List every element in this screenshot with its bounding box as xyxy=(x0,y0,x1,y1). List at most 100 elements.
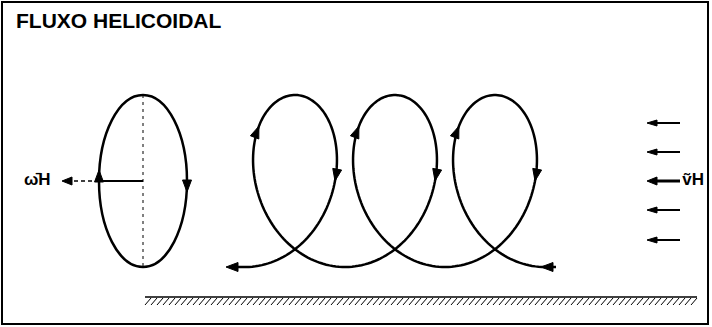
arrow-head xyxy=(433,168,442,181)
vorticity-vector xyxy=(99,180,143,182)
ground-hatch xyxy=(277,298,283,305)
ground-hatch xyxy=(211,298,217,305)
ground-hatch xyxy=(505,298,511,305)
ground-hatch xyxy=(337,298,343,305)
velocity-arrow xyxy=(656,151,680,153)
ground-hatch xyxy=(547,298,553,305)
velocity-arrow xyxy=(656,239,680,241)
ground-hatch xyxy=(499,298,505,305)
ground-hatch xyxy=(373,298,379,305)
arrow-head xyxy=(333,168,342,181)
ground-hatch xyxy=(679,298,685,305)
ground-hatch xyxy=(313,298,319,305)
ground-hatch xyxy=(205,298,211,305)
ground-hatch xyxy=(613,298,619,305)
ground-hatch xyxy=(469,298,475,305)
ground-hatch xyxy=(427,298,433,305)
arrow-head xyxy=(226,263,238,272)
ground-hatch xyxy=(295,298,301,305)
ground-line xyxy=(145,296,697,298)
ground-hatch xyxy=(523,298,529,305)
ground-hatch xyxy=(175,298,181,305)
frame xyxy=(2,2,708,324)
ground-hatch xyxy=(631,298,637,305)
arrow-head xyxy=(62,177,72,185)
ground-hatch xyxy=(169,298,175,305)
ground-hatch xyxy=(385,298,391,305)
arrow-head xyxy=(450,126,459,139)
ground-hatch xyxy=(193,298,199,305)
arrow-head xyxy=(533,168,542,181)
ground-hatch xyxy=(223,298,229,305)
diagram-title: FLUXO HELICOIDAL xyxy=(16,9,221,33)
ground-hatch xyxy=(157,298,163,305)
ground-hatch xyxy=(451,298,457,305)
ground-hatch xyxy=(265,298,271,305)
ground-hatch xyxy=(289,298,295,305)
arrow-head xyxy=(350,126,359,139)
arrow-head xyxy=(250,126,259,139)
ground-hatch xyxy=(601,298,607,305)
helix xyxy=(226,95,556,271)
arrow-head xyxy=(183,180,192,192)
ground-hatch xyxy=(571,298,577,305)
ground-hatch xyxy=(409,298,415,305)
velocity-arrow xyxy=(656,209,680,211)
ground-hatch xyxy=(235,298,241,305)
ground-hatch xyxy=(463,298,469,305)
velocity-arrow xyxy=(656,180,680,183)
ground-hatch xyxy=(649,298,655,305)
ground-hatch xyxy=(493,298,499,305)
arrow-head xyxy=(647,207,657,213)
ground-hatch xyxy=(217,298,223,305)
ground-hatch xyxy=(319,298,325,305)
ground-hatch xyxy=(349,298,355,305)
ground-hatch xyxy=(259,298,265,305)
ground-hatch xyxy=(655,298,661,305)
ground-hatch xyxy=(487,298,493,305)
velocity-arrows xyxy=(647,120,680,243)
ground-hatch xyxy=(415,298,421,305)
ground-hatch xyxy=(445,298,451,305)
ground-hatch xyxy=(331,298,337,305)
ground-hatch xyxy=(481,298,487,305)
ground-hatch xyxy=(511,298,517,305)
ground xyxy=(145,297,697,305)
arrow-head xyxy=(647,237,657,243)
ground-hatch xyxy=(163,298,169,305)
ground-hatch xyxy=(565,298,571,305)
ground-hatch xyxy=(379,298,385,305)
arrow-head xyxy=(95,170,104,182)
ground-hatch xyxy=(637,298,643,305)
ground-hatch xyxy=(577,298,583,305)
ground-hatch xyxy=(559,298,565,305)
arrow-head xyxy=(541,263,553,272)
velocity-arrow xyxy=(656,122,680,124)
ground-hatch xyxy=(625,298,631,305)
ground-hatch xyxy=(541,298,547,305)
ground-hatch xyxy=(343,298,349,305)
ground-hatch xyxy=(361,298,367,305)
ground-hatch xyxy=(595,298,601,305)
ground-hatch xyxy=(283,298,289,305)
ground-hatch xyxy=(241,298,247,305)
ground-hatch xyxy=(229,298,235,305)
ground-hatch xyxy=(661,298,667,305)
vorticity-label: ω̄H xyxy=(24,170,51,190)
ground-hatch xyxy=(181,298,187,305)
ground-hatch xyxy=(529,298,535,305)
arrow-head xyxy=(647,177,657,185)
ground-hatch xyxy=(403,298,409,305)
ground-hatch xyxy=(619,298,625,305)
ground-hatch xyxy=(457,298,463,305)
ground-hatch xyxy=(475,298,481,305)
vortex-ring xyxy=(62,95,192,267)
ground-hatch xyxy=(589,298,595,305)
ground-hatch xyxy=(553,298,559,305)
ground-hatch xyxy=(673,298,679,305)
ground-hatch xyxy=(691,298,697,305)
ground-hatch xyxy=(151,298,157,305)
ground-hatch xyxy=(517,298,523,305)
ground-hatch xyxy=(643,298,649,305)
